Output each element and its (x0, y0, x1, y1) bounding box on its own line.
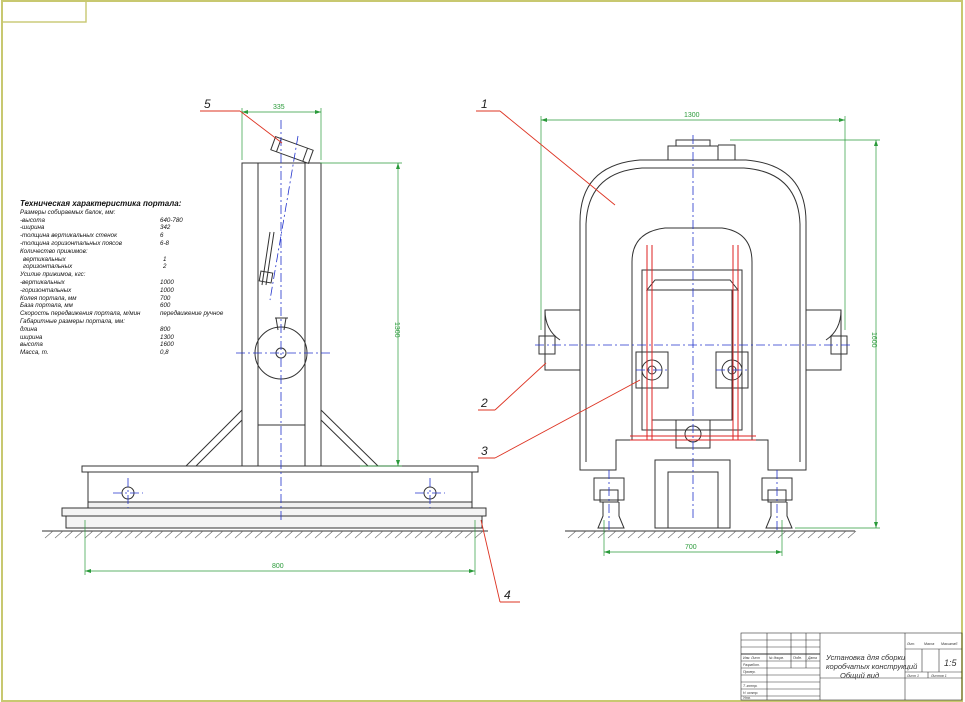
spec-row-label: -толщина вертикальных стенок (20, 232, 118, 240)
spec-row-label: Габаритные размеры портала, мм: (20, 317, 125, 325)
callout-1: 1 (481, 97, 488, 111)
front-axes (535, 135, 852, 530)
tb-r4: Н. контр. (743, 691, 758, 695)
spec-row-value: 0,8 (160, 349, 169, 357)
spec-row-label: Масса, т. (20, 349, 49, 357)
spec-row-value: 6-8 (160, 239, 169, 247)
spec-row-value: 700 (160, 294, 171, 302)
spec-row-label: длина (20, 325, 38, 333)
callout-3: 3 (481, 444, 488, 458)
spec-row-label: Усилие прижимов, кгс: (20, 271, 86, 279)
spec-row-label: База портала, мм (20, 302, 73, 310)
spec-row-value: 342 (160, 224, 171, 232)
spec-row-value: 600 (160, 302, 171, 310)
spec-row-value: 1000 (160, 278, 174, 286)
tb-r2: Провер. (743, 670, 756, 674)
spec-row-label: вертикальных (23, 255, 66, 263)
tb-name-line2: коробчатых конструкций (826, 662, 918, 671)
spec-row: -горизонтальных 1000 (20, 287, 250, 295)
callout-2: 2 (480, 396, 488, 410)
dim-side-top: 335 (273, 104, 285, 111)
spec-row: -вертикальных 1000 (20, 279, 250, 287)
spec-row-value: 1300 (160, 333, 174, 341)
spec-row: вертикальных 1 (20, 256, 250, 264)
spec-row: Скорость передвижения портала, м/мин пере… (20, 310, 250, 318)
spec-row: -толщина горизонтальных поясов 6-8 (20, 240, 250, 248)
tb-sheet: Лист 1 (906, 674, 919, 678)
dim-front-width: 1300 (684, 112, 700, 119)
tb-h3: Подп. (793, 656, 802, 660)
spec-row-value: 1600 (160, 341, 174, 349)
tb-h2: № докум. (769, 656, 784, 660)
tb-sheets: Листов 1 (930, 674, 947, 678)
spec-row: ширина 1300 (20, 334, 250, 342)
tb-r1: Разработ. (743, 663, 760, 667)
front-red-members (630, 245, 756, 441)
spec-rows: Размеры собираемых балок, мм:-высота 640-… (20, 209, 250, 357)
spec-row-label: -высота (20, 216, 45, 224)
spec-row-value: 800 (160, 325, 171, 333)
dim-front-gauge: 700 (685, 544, 697, 551)
spec-row-value: 1 (163, 255, 167, 263)
dim-side-height: 1300 (393, 322, 400, 338)
callout-4: 4 (504, 588, 511, 602)
spec-row-value: 1000 (160, 286, 174, 294)
spec-row: База портала, мм 600 (20, 302, 250, 310)
spec-title: Техническая характеристика портала: (20, 199, 182, 208)
side-dimensions (84, 108, 476, 575)
tb-h4: Дата (807, 656, 817, 660)
spec-row: Колея портала, мм 700 (20, 295, 250, 303)
callout-5: 5 (204, 97, 211, 111)
spec-table: Техническая характеристика портала: Разм… (20, 200, 250, 357)
spec-row-label: ширина (20, 333, 43, 341)
spec-row: Количество прижимов: (20, 248, 250, 256)
spec-row-value: 6 (160, 232, 164, 240)
tb-col-lit: Лит. (906, 642, 915, 646)
tb-h1: Изм. Лист (743, 656, 760, 660)
spec-row: высота 1600 (20, 341, 250, 349)
spec-row-label: Размеры собираемых балок, мм: (20, 208, 116, 216)
spec-row-label: -вертикальных (20, 278, 65, 286)
front-dimensions (540, 116, 880, 556)
spec-row: горизонтальных 2 (20, 263, 250, 271)
spec-row-value: 640-780 (160, 216, 183, 224)
spec-row: -высота 640-780 (20, 217, 250, 225)
spec-row: Усилие прижимов, кгс: (20, 271, 250, 279)
front-view (538, 139, 857, 539)
corner-stamp (1, 0, 87, 23)
spec-row: -толщина вертикальных стенок 6 (20, 232, 250, 240)
spec-row-label: горизонтальных (23, 263, 73, 271)
tb-r5: Утв. (743, 696, 751, 700)
spec-row-label: Количество прижимов: (20, 247, 88, 255)
spec-row-label: -толщина горизонтальных поясов (20, 239, 122, 247)
spec-row-value: передвижение ручное (160, 310, 224, 318)
spec-row-label: Скорость передвижения портала, м/мин (20, 310, 141, 318)
side-view (42, 135, 488, 539)
side-axes (113, 120, 445, 520)
callout-leaders (200, 110, 641, 603)
front-dimension-arrows (541, 118, 878, 554)
spec-row-label: Колея портала, мм (20, 294, 77, 302)
tb-col-mass: Масса (924, 642, 934, 646)
title-block (740, 632, 963, 701)
tb-col-scale: Масштаб (941, 642, 958, 646)
dim-side-length: 800 (272, 563, 284, 570)
tb-scale: 1:5 (944, 658, 958, 668)
side-dimension-arrows (85, 110, 475, 573)
spec-row: Размеры собираемых балок, мм: (20, 209, 250, 217)
spec-row: -ширина 342 (20, 224, 250, 232)
tb-r3: Т. контр. (743, 684, 758, 688)
spec-row-label: -ширина (20, 224, 45, 232)
tb-name-line1: Установка для сборки (825, 653, 906, 662)
tb-name-line3: Общий вид (840, 671, 879, 680)
dim-front-height: 1600 (870, 332, 877, 348)
spec-row: Габаритные размеры портала, мм: (20, 318, 250, 326)
spec-row-label: высота (20, 341, 43, 349)
spec-row: длина 800 (20, 326, 250, 334)
spec-row-label: -горизонтальных (20, 286, 72, 294)
spec-row-value: 2 (163, 263, 167, 271)
spec-row: Масса, т. 0,8 (20, 349, 250, 357)
